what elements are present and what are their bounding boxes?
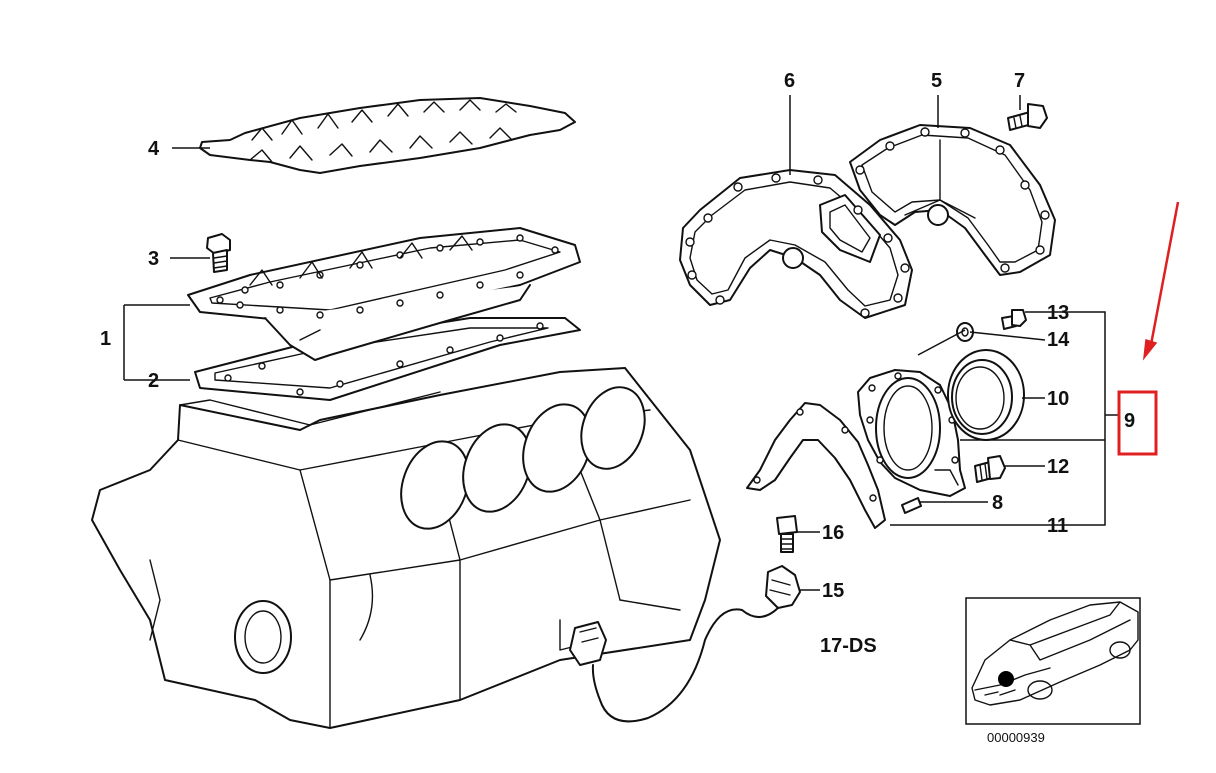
callout-3: 3 xyxy=(148,248,159,270)
timing-cover[interactable] xyxy=(849,124,1056,276)
callout-labels: 4 3 1 2 6 5 7 13 14 10 12 8 11 16 15 xyxy=(100,70,1070,602)
callout-15: 15 xyxy=(822,580,844,602)
oil-pan-bolt-holes xyxy=(216,234,559,319)
seal-carrier-bolt[interactable] xyxy=(974,455,1006,483)
engine-block[interactable] xyxy=(91,367,721,729)
rear-seal-carrier[interactable] xyxy=(857,369,966,497)
callout-9: 9 xyxy=(1124,410,1135,432)
callout-7: 7 xyxy=(1014,70,1025,92)
shaft-seal-ring[interactable] xyxy=(947,349,1025,441)
highlight-box xyxy=(1117,390,1158,456)
callout-10: 10 xyxy=(1047,388,1069,410)
rear-seal-carrier-gasket[interactable] xyxy=(746,402,886,529)
cover-bolt-holes xyxy=(855,127,1050,273)
callout-2: 2 xyxy=(148,370,159,392)
callout-12: 12 xyxy=(1047,456,1069,478)
oil-pan-bolt[interactable] xyxy=(206,233,231,273)
knock-sensor-bolt[interactable] xyxy=(776,515,798,553)
callout-14: 14 xyxy=(1047,329,1070,351)
diagram-code: 17-DS xyxy=(820,635,877,657)
callout-8: 8 xyxy=(992,492,1003,514)
oil-pan-upper-section[interactable] xyxy=(187,227,581,361)
callout-1: 1 xyxy=(100,328,111,350)
callout-11: 11 xyxy=(1047,515,1068,537)
seal-carrier-screw[interactable] xyxy=(1001,309,1027,330)
gasket-bolt-holes xyxy=(224,322,544,396)
timing-cover-gasket[interactable] xyxy=(679,169,913,319)
locator-inset xyxy=(965,597,1141,725)
red-pointer-arrow xyxy=(1142,201,1180,361)
location-marker-icon xyxy=(998,671,1014,687)
knock-sensor[interactable] xyxy=(569,565,801,723)
leader-lines xyxy=(123,95,1118,591)
callout-6: 6 xyxy=(784,70,795,92)
gasket-bolt-holes xyxy=(685,173,910,318)
callout-5: 5 xyxy=(931,70,942,92)
oil-baffle-plate[interactable] xyxy=(199,97,576,174)
image-number: 00000939 xyxy=(987,730,1045,745)
timing-cover-bolt[interactable] xyxy=(1007,103,1048,131)
dowel-pin[interactable] xyxy=(901,497,922,514)
highlighted-part-9[interactable]: 9 xyxy=(1117,390,1158,456)
callout-16: 16 xyxy=(822,522,844,544)
callout-13: 13 xyxy=(1047,302,1069,324)
callout-4: 4 xyxy=(148,138,160,160)
